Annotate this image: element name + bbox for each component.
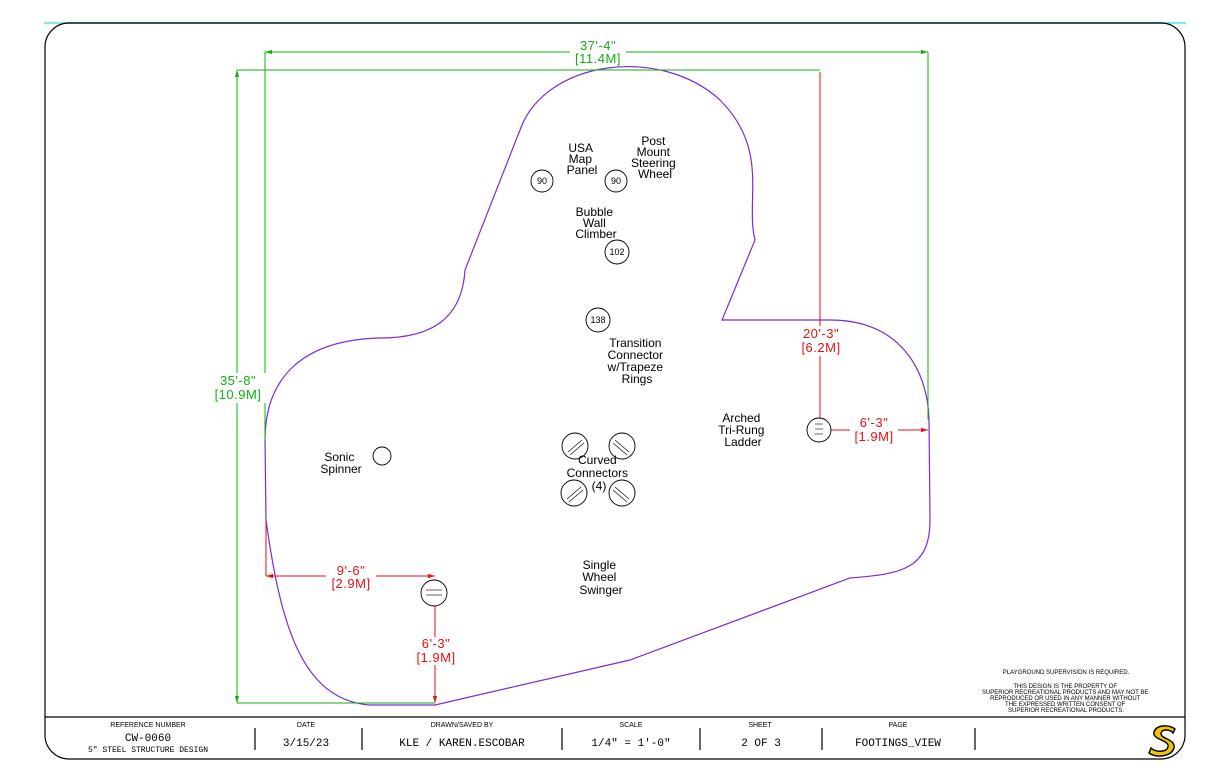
overall-width-ft: 37'-4" — [580, 38, 616, 53]
overall-width-dimension: 37'-4" [11.4M] — [264, 38, 929, 440]
footing-90-usa-map: 90 — [530, 169, 554, 193]
ladder-top-ft: 20'-3" — [803, 326, 839, 341]
ladder-top-m: [6.2M] — [801, 340, 840, 355]
reference-description: 5" STEEL STRUCTURE DESIGN — [88, 746, 208, 755]
reference-header: REFERENCE NUMBER — [110, 722, 185, 729]
sheet-border — [44, 22, 1186, 760]
sheet-header: SHEET — [748, 722, 772, 729]
ladder-right-dimension: 6'-3" [1.9M] — [820, 415, 928, 444]
play-area-boundary — [264, 66, 931, 706]
company-logo — [1148, 725, 1176, 757]
swinger-footing — [420, 579, 448, 607]
ladder-footing — [806, 417, 832, 443]
swinger-bottom-m: [1.9M] — [416, 650, 455, 665]
page-header: PAGE — [889, 722, 908, 729]
scale-header: SCALE — [620, 722, 643, 729]
swinger-bottom-dimension: 6'-3" [1.9M] — [412, 600, 460, 703]
label-bubble-wall-climber: Bubble Wall Climber — [575, 205, 616, 241]
footing-label: 138 — [590, 315, 605, 325]
label-curved-connectors: Curved Connectors (4) — [567, 453, 632, 493]
property-notice: THIS DESIGN IS THE PROPERTY OF SUPERIOR … — [982, 684, 1150, 714]
curved-connector-footings — [560, 432, 636, 507]
ladder-top-dimension: 20'-3" [6.2M] — [798, 72, 844, 428]
swinger-left-dimension: 9'-6" [2.9M] — [265, 520, 435, 591]
label-post-mount-steering-wheel: Post Mount Steering Wheel — [631, 134, 679, 181]
reference-number: CW-0060 — [125, 733, 171, 745]
label-single-wheel-swinger: Single Wheel Swinger — [579, 558, 622, 597]
label-sonic-spinner: Sonic Spinner — [320, 450, 361, 476]
label-transition-connector: Transition Connector w/Trapeze Rings — [607, 336, 667, 386]
sheet-value: 2 OF 3 — [741, 738, 781, 750]
footing-90-steering-wheel: 90 — [604, 169, 628, 193]
drawn-by-header: DRAWN/SAVED BY — [431, 722, 494, 729]
date-value: 3/15/23 — [283, 738, 329, 750]
footing-label: 90 — [537, 176, 547, 186]
overall-width-m: [11.4M] — [575, 51, 621, 66]
overall-depth-ft: 35'-8" — [220, 373, 256, 388]
supervision-note: PLAYGROUND SUPERVISION IS REQUIRED. — [1003, 670, 1130, 676]
footing-138-transition: 138 — [585, 307, 611, 333]
swinger-left-m: [2.9M] — [331, 576, 370, 591]
footing-label: 90 — [611, 176, 621, 186]
page-value: FOOTINGS_VIEW — [855, 738, 941, 750]
ladder-right-ft: 6'-3" — [860, 415, 888, 430]
scale-value: 1/4" = 1'-0" — [591, 738, 670, 750]
drawn-by-value: KLE / KAREN.ESCOBAR — [399, 738, 525, 750]
label-usa-map-panel: USA Map Panel — [567, 141, 598, 177]
footing-label: 102 — [609, 247, 624, 257]
date-header: DATE — [297, 722, 315, 729]
swinger-bottom-ft: 6'-3" — [422, 636, 450, 651]
swinger-left-ft: 9'-6" — [337, 563, 365, 578]
sonic-spinner-footing — [372, 446, 392, 466]
overall-depth-dimension: 35'-8" [10.9M] — [210, 69, 820, 704]
overall-depth-m: [10.9M] — [215, 387, 262, 402]
ladder-right-m: [1.9M] — [854, 429, 893, 444]
footing-102-bubble-wall: 102 — [604, 239, 630, 265]
label-arched-tri-rung-ladder: Arched Tri-Rung Ladder — [718, 411, 768, 449]
title-block: REFERENCE NUMBER CW-0060 5" STEEL STRUCT… — [45, 716, 1185, 755]
